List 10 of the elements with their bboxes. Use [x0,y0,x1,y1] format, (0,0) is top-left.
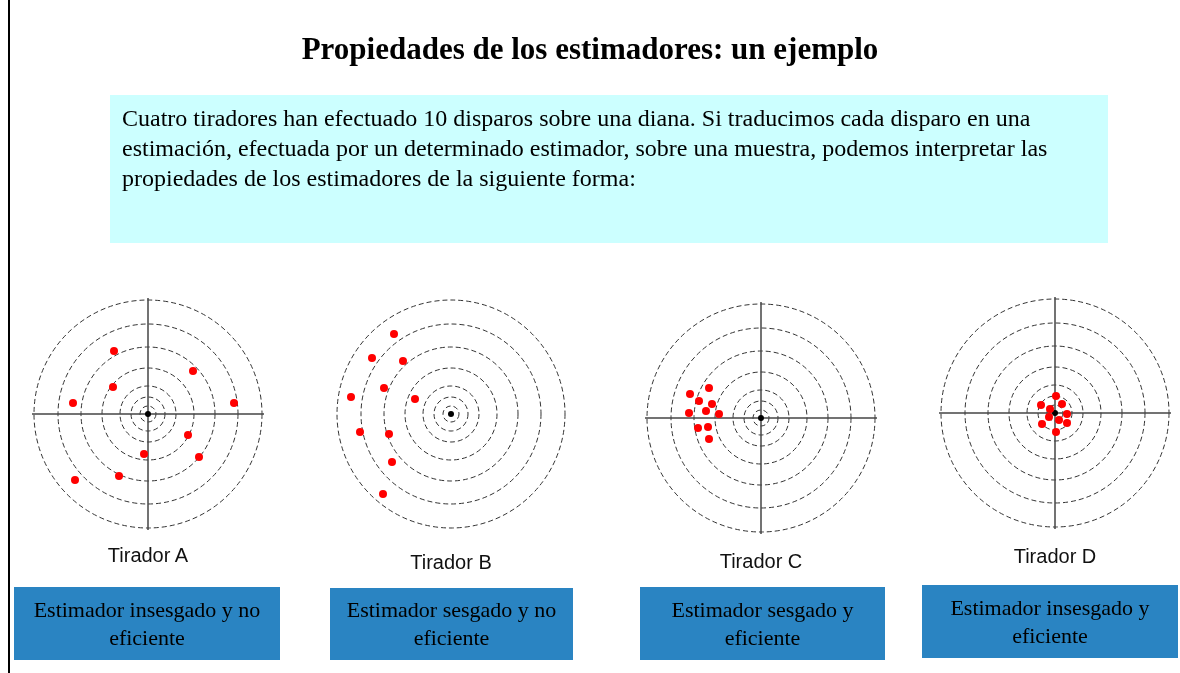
title: Propiedades de los estimadores: un ejemplo [300,30,880,68]
result-box: Estimador insesgado y no eficiente [14,587,280,660]
result-box: Estimador insesgado y eficiente [922,585,1178,658]
shooter-label: Tirador D [1013,545,1097,567]
result-box: Estimador sesgado y eficiente [640,587,885,660]
result-box: Estimador sesgado y no eficiente [330,588,573,660]
shooter-label: Tirador A [107,544,189,566]
shooter-label: Tirador C [719,550,803,572]
shooter-label: Tirador B [410,551,492,573]
description-box: Cuatro tiradores han efectuado 10 disparos sobre una diana. Si traducimos cada disparo en una estimación, efectuada por un determinado estimador, sobre una muestra, podemos interpretar las propiedades de los estimadores de la siguiente forma: [110,95,1108,243]
